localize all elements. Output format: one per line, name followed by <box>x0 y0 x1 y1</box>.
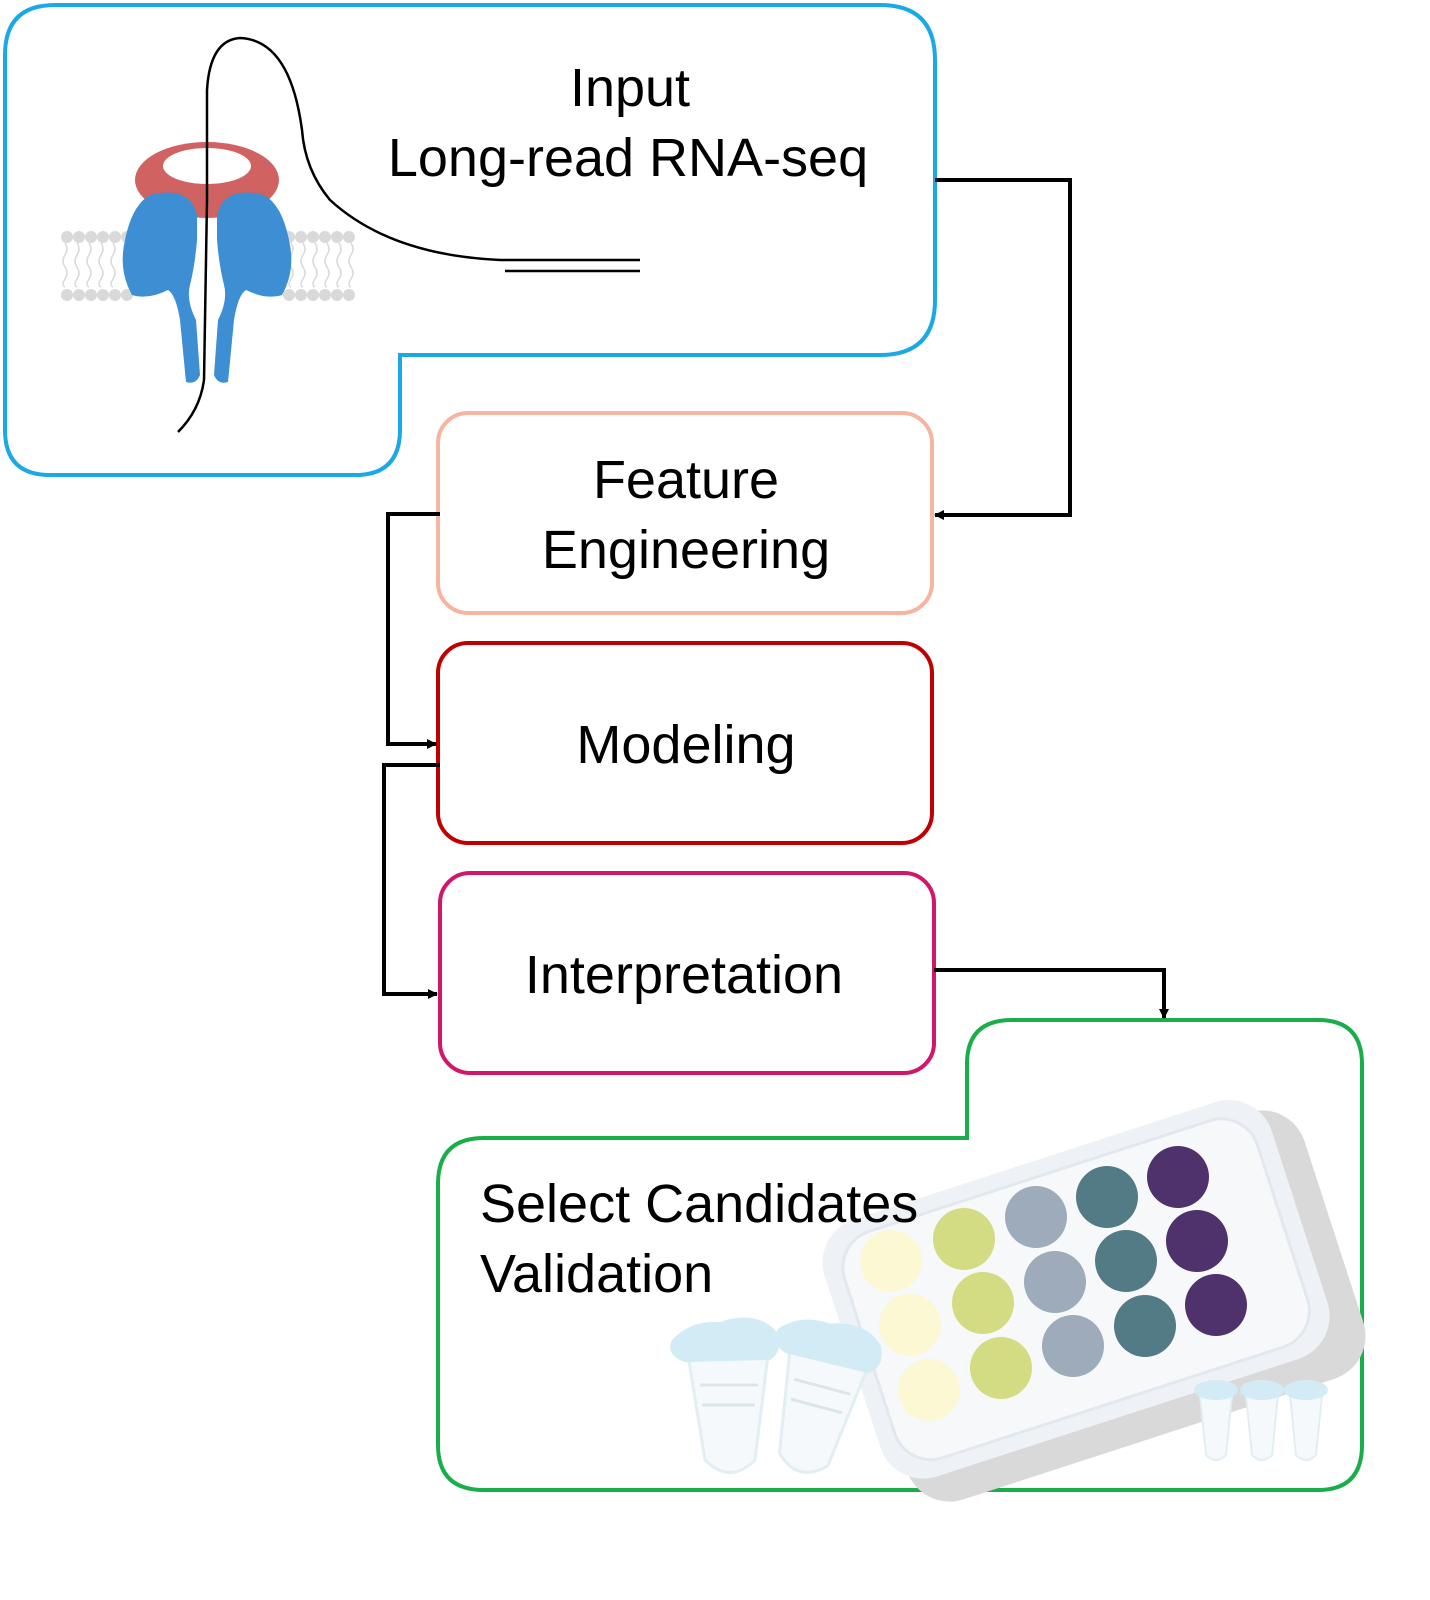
arrow-feature-to-modeling <box>386 512 440 749</box>
input-title: Input <box>570 58 690 118</box>
feature-engineering-box <box>436 411 934 615</box>
arrow-modeling-to-interpretation <box>382 763 440 999</box>
input-subtitle: Long-read RNA-seq <box>388 128 868 188</box>
input-box-border <box>3 3 937 477</box>
interpretation-box <box>438 871 936 1075</box>
nanopore-icon <box>61 36 640 433</box>
modeling-label: Modeling <box>576 715 795 775</box>
arrow-interpretation-to-validation <box>934 968 1169 1019</box>
feature-engineering-line2: Engineering <box>542 520 830 580</box>
interpretation-label: Interpretation <box>525 945 843 1005</box>
tube-icon <box>670 1317 1328 1474</box>
dna-strand-icon <box>177 36 640 433</box>
feature-engineering-line1: Feature <box>593 450 779 510</box>
validation-line1: Select Candidates <box>480 1174 918 1234</box>
validation-line2: Validation <box>480 1244 713 1304</box>
modeling-box <box>436 641 934 845</box>
arrow-input-to-feature <box>934 178 1072 520</box>
membrane-icon <box>61 231 355 301</box>
pore-protein-icon <box>122 192 200 383</box>
